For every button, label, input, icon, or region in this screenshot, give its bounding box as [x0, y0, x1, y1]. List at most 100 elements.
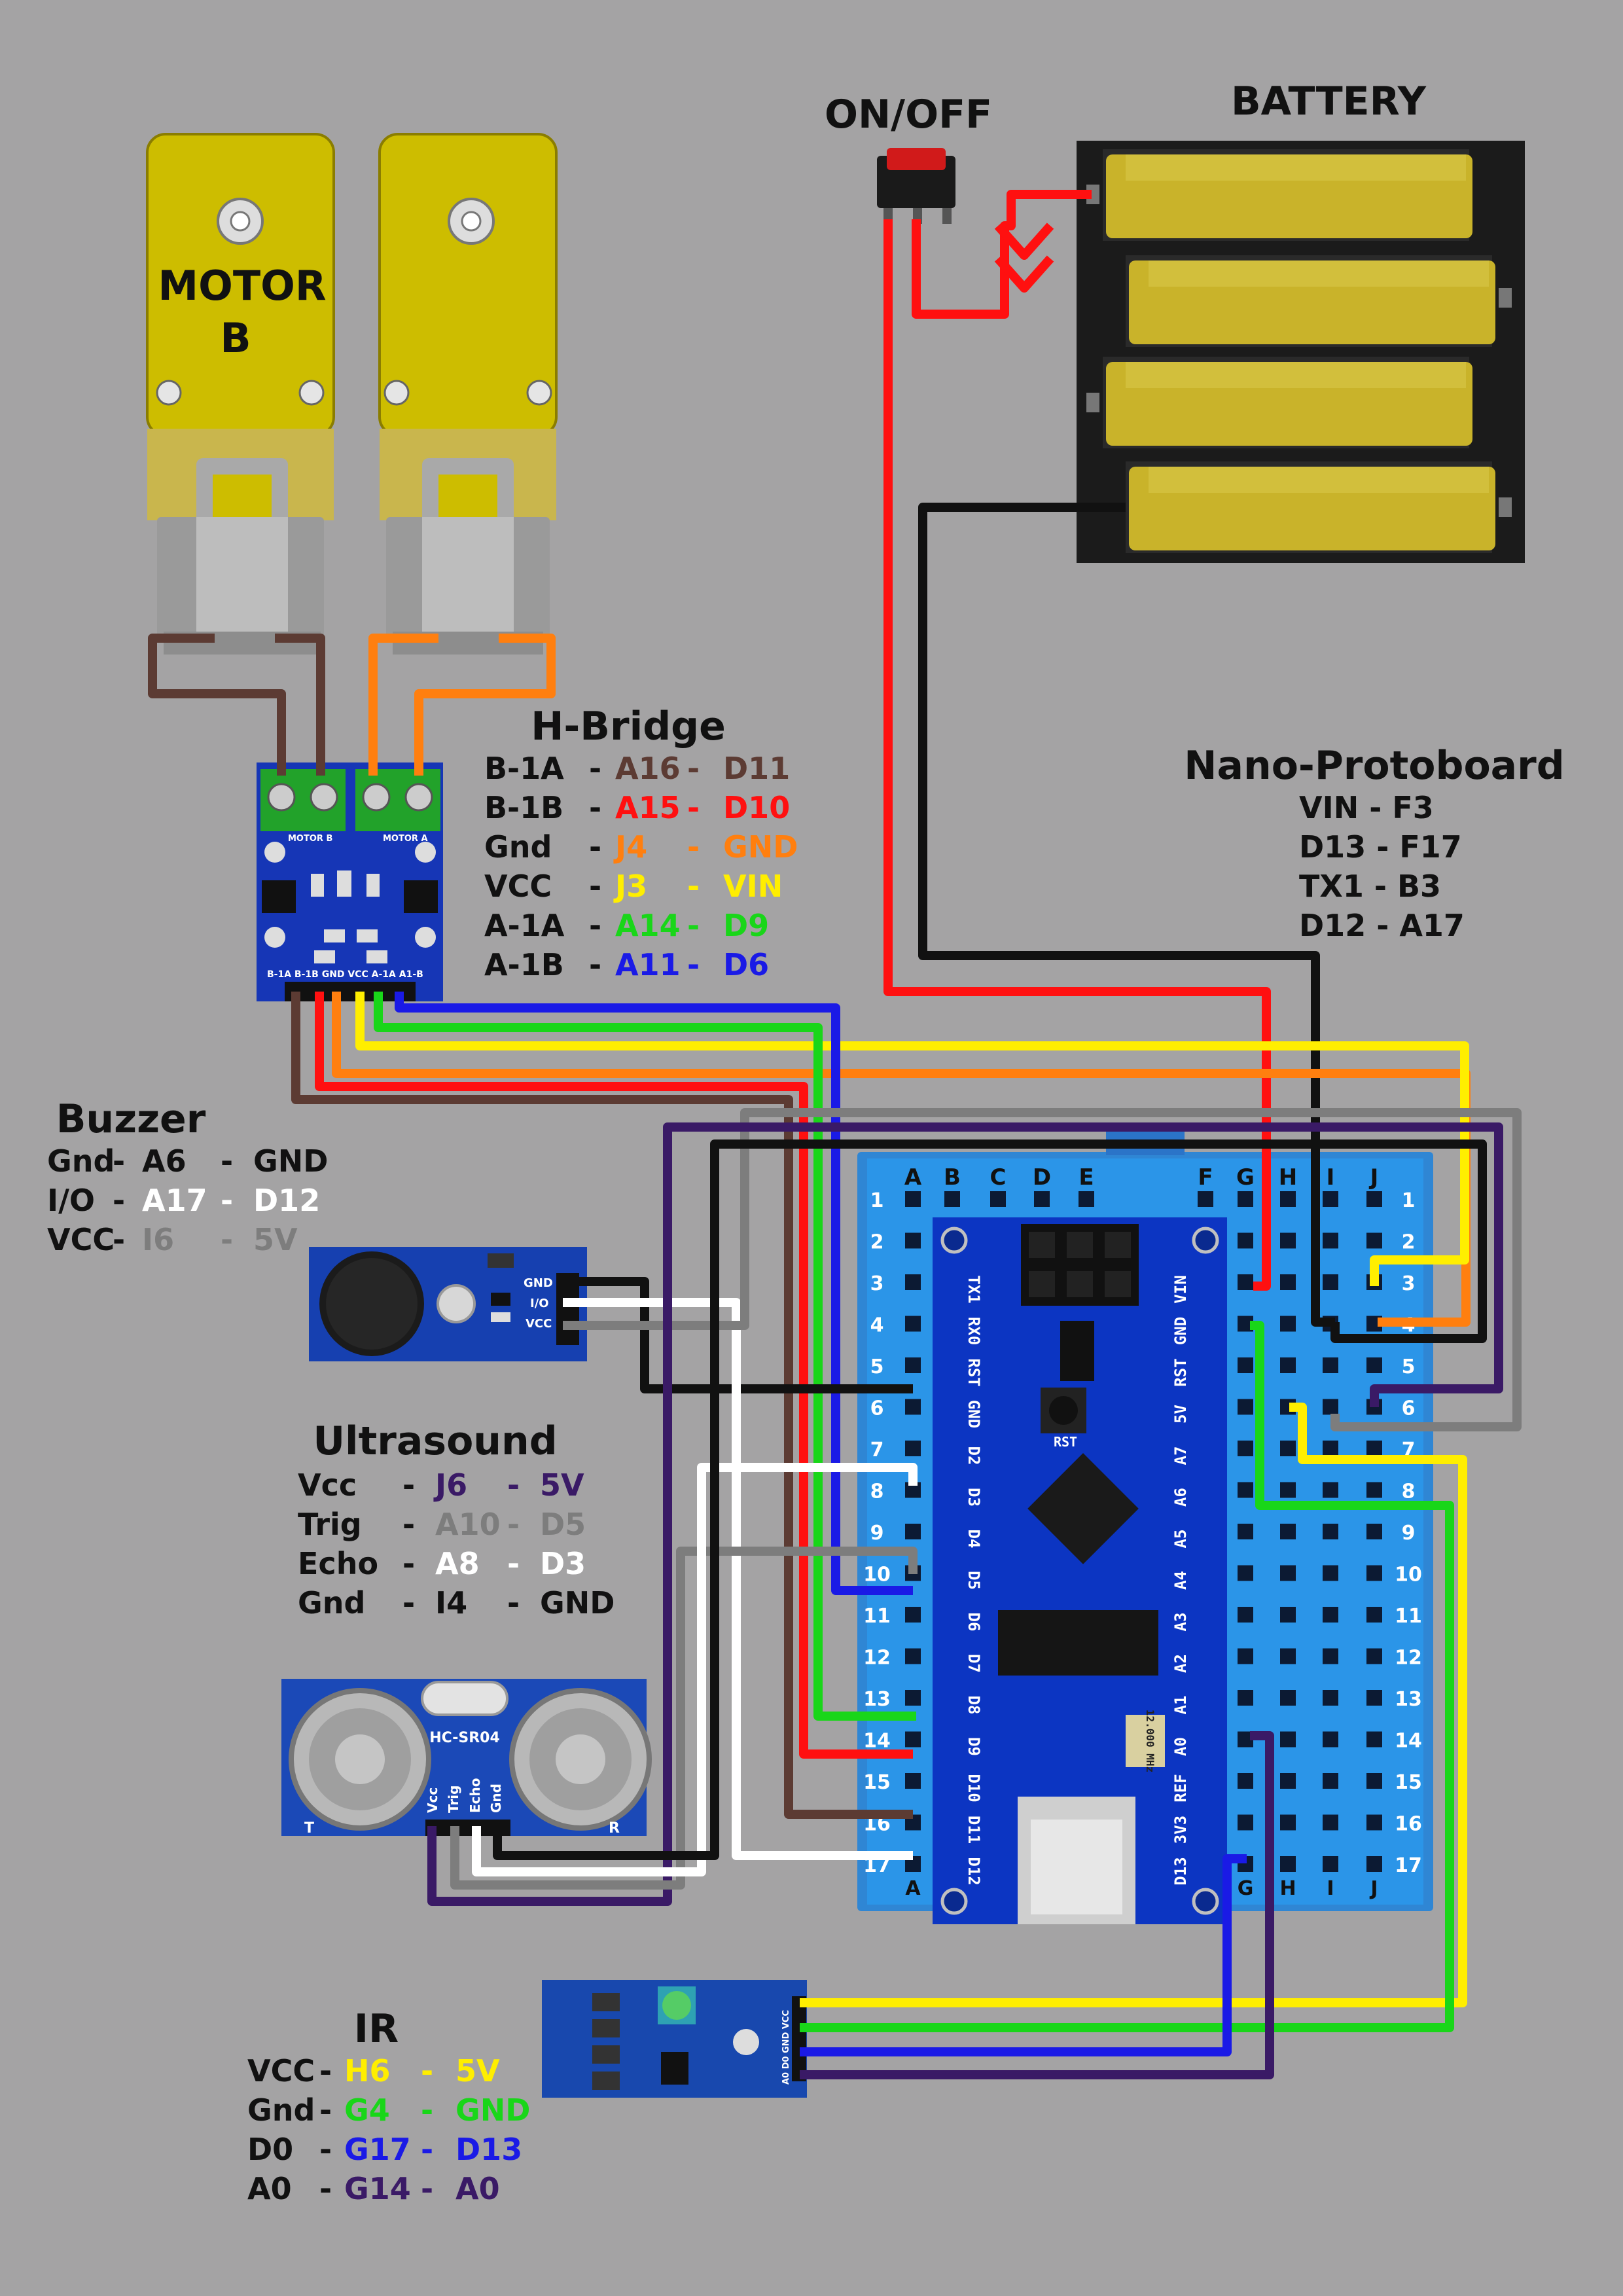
- bb-hole: [1366, 1690, 1382, 1706]
- ultrasound-title: Ultrasound: [313, 1418, 557, 1464]
- hbridge-pins-silk: B-1A B-1B GND VCC A-1A A1-B: [267, 969, 423, 980]
- hbridge-row-sep: -: [589, 869, 601, 904]
- hbridge-pin-map: B-1A-A16-D11B-1B-A15-D10Gnd-J4-GNDVCC-J3…: [484, 751, 798, 982]
- nano-left-pin-label: D5: [965, 1571, 983, 1590]
- ultrasound-row-sep: -: [402, 1546, 415, 1581]
- bb-row-label-right: 14: [1395, 1730, 1422, 1753]
- nano-map-row: D13 - F17: [1299, 829, 1462, 865]
- bb-col-label-bottom: I: [1327, 1877, 1334, 1900]
- bb-row-label-right: 8: [1402, 1480, 1416, 1503]
- ir-row-name: Gnd: [247, 2092, 315, 2128]
- bb-hole: [905, 1524, 921, 1539]
- ir-row-board: H6: [344, 2053, 391, 2089]
- ultrasound-row-sep2: -: [507, 1585, 520, 1621]
- ultrasound-pin-label: Trig: [446, 1785, 461, 1813]
- ir-row-sep2: -: [421, 2132, 433, 2167]
- ir-row-name: D0: [247, 2132, 293, 2167]
- bb-row-label-right: 2: [1402, 1231, 1416, 1254]
- motor-b: MOTOR B: [146, 133, 335, 655]
- bb-col-label-bottom: G: [1238, 1877, 1254, 1900]
- bb-row-label-left: 8: [870, 1480, 884, 1503]
- buzzer-row-board: I6: [142, 1222, 174, 1257]
- ultrasound-row-sep2: -: [507, 1546, 520, 1581]
- bb-hole: [1280, 1773, 1296, 1789]
- bb-hole: [944, 1191, 960, 1207]
- bb-hole: [1366, 1524, 1382, 1539]
- bb-row-label-left: 11: [863, 1605, 891, 1628]
- nano-left-pin-label: D7: [965, 1654, 983, 1673]
- bb-col-label: I: [1327, 1164, 1335, 1191]
- bb-hole: [1238, 1565, 1253, 1581]
- bb-hole: [905, 1232, 921, 1249]
- bb-row-label-left: 2: [870, 1231, 884, 1254]
- ir-row-name: A0: [247, 2171, 292, 2206]
- ultrasound-row-pin: D5: [540, 1507, 586, 1542]
- motor-b-label-line1: MOTOR: [158, 262, 326, 310]
- bb-hole: [1034, 1191, 1050, 1207]
- bb-hole: [990, 1191, 1006, 1207]
- nano-right-pin-label: A2: [1171, 1654, 1190, 1673]
- bb-hole: [1366, 1565, 1382, 1581]
- hbridge-row-board: A14: [615, 908, 681, 943]
- bb-row-label-left: 12: [863, 1647, 891, 1670]
- nano-left-pin-label: RX0: [965, 1317, 983, 1345]
- ir-row-sep2: -: [421, 2171, 433, 2206]
- bb-hole: [905, 1773, 921, 1789]
- hbridge-row-sep: -: [589, 829, 601, 865]
- bb-hole: [905, 1690, 921, 1706]
- ir-row-sep: -: [319, 2092, 332, 2128]
- bb-hole: [905, 1191, 921, 1207]
- bb-col-label: D: [1033, 1164, 1051, 1191]
- bb-hole: [905, 1441, 921, 1456]
- ir-row-sep: -: [319, 2171, 332, 2206]
- ir-row-sep2: -: [421, 2053, 433, 2089]
- bb-row-label-left: 7: [870, 1439, 884, 1462]
- ultrasound-pin-label: Vcc: [425, 1787, 440, 1813]
- bb-row-label-left: 13: [863, 1688, 891, 1711]
- buzzer-module: GND I/O VCC: [309, 1247, 587, 1361]
- bb-hole: [1079, 1191, 1094, 1207]
- bb-hole: [1238, 1232, 1253, 1249]
- ir-row-board: G4: [344, 2092, 390, 2128]
- bb-hole: [1280, 1856, 1296, 1872]
- ultrasound-row-name: Vcc: [298, 1467, 357, 1503]
- hbridge-row-name: B-1A: [484, 751, 564, 786]
- ir-row-sep2: -: [421, 2092, 433, 2128]
- bb-hole: [1280, 1316, 1296, 1332]
- bb-hole: [1238, 1482, 1253, 1498]
- ultrasound-row-pin: D3: [540, 1546, 586, 1581]
- ir-row-sep: -: [319, 2132, 332, 2167]
- hbridge-row-sep2: -: [687, 829, 700, 865]
- nano-left-pin-label: D9: [965, 1737, 983, 1756]
- bb-hole: [1323, 1565, 1338, 1581]
- hbridge-row-board: A15: [615, 790, 681, 825]
- hbridge-motorb-silk: MOTOR B: [288, 834, 332, 844]
- bb-hole: [1280, 1274, 1296, 1290]
- bb-hole: [1323, 1441, 1338, 1456]
- hbridge-row-pin: D9: [723, 908, 769, 943]
- bb-hole: [1280, 1648, 1296, 1664]
- buzzer-row-name: Gnd: [47, 1143, 115, 1179]
- ultrasound-row-name: Echo: [298, 1546, 378, 1581]
- bb-hole: [1323, 1399, 1338, 1415]
- power-switch[interactable]: [877, 148, 955, 224]
- bb-hole: [1323, 1357, 1338, 1373]
- hbridge-row-sep: -: [589, 908, 601, 943]
- nano-right-pin-label: GND: [1171, 1317, 1190, 1345]
- bb-hole: [1323, 1191, 1338, 1207]
- bb-hole: [1323, 1856, 1338, 1872]
- hbridge-title: H-Bridge: [531, 704, 726, 749]
- bb-hole: [1238, 1773, 1253, 1789]
- bb-row-label-right: 3: [1402, 1272, 1416, 1295]
- buzzer-row-sep: -: [113, 1222, 125, 1257]
- bb-hole: [1366, 1814, 1382, 1831]
- ultrasound-row-name: Gnd: [298, 1585, 365, 1621]
- bb-row-label-left: 5: [870, 1355, 884, 1378]
- ultrasound-row-board: J6: [433, 1467, 467, 1503]
- hbridge-row-sep2: -: [687, 751, 700, 786]
- nano-left-pin-label: D4: [965, 1530, 983, 1549]
- bb-hole: [905, 1399, 921, 1415]
- icsp-header: [1021, 1224, 1139, 1306]
- bb-row-label-right: 12: [1395, 1647, 1422, 1670]
